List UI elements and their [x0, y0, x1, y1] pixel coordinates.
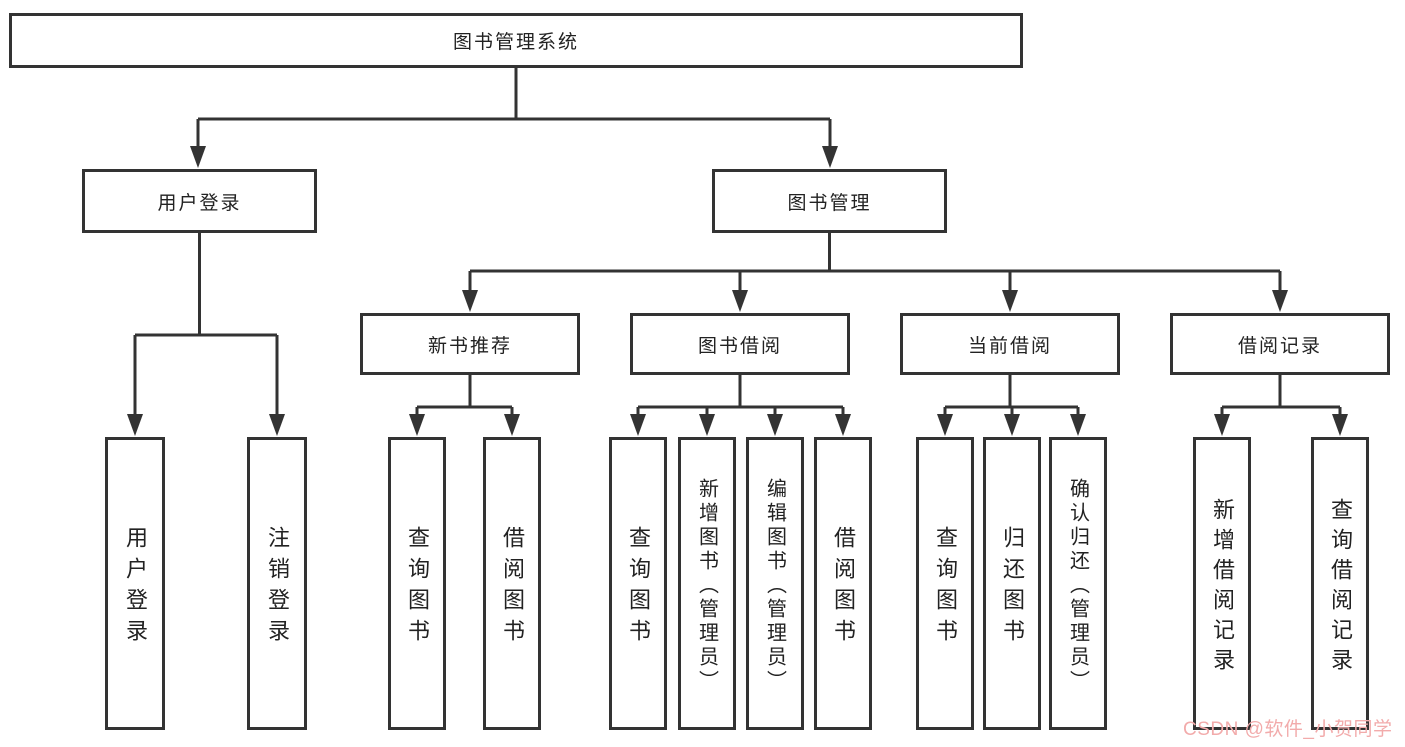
leaf-user-login: 用户登录 — [105, 437, 165, 730]
node-root: 图书管理系统 — [9, 13, 1023, 68]
connector-user-login-branch — [133, 233, 279, 420]
node-user-login: 用户登录 — [82, 169, 317, 233]
leaf-borrow-borrow-books: 借阅图书 — [814, 437, 872, 730]
connector-book-management-branch — [468, 233, 1282, 295]
leaf-current-query-books-label: 查询图书 — [933, 526, 958, 650]
watermark: CSDN @软件_小贺同学 — [1183, 719, 1393, 740]
leaf-borrow-query-books-label: 查询图书 — [626, 526, 651, 650]
connector-borrow-records-branch — [1220, 375, 1342, 420]
leaf-borrow-edit-books-admin: 编辑图书（管理员） — [746, 437, 804, 730]
node-book-borrow-label: 图书借阅 — [697, 335, 782, 357]
leaf-borrow-add-books-admin: 新增图书（管理员） — [678, 437, 736, 730]
connector-book-borrow-branch — [636, 375, 845, 420]
leaf-recommend-query-books-label: 查询图书 — [405, 526, 430, 650]
leaf-current-query-books: 查询图书 — [916, 437, 974, 730]
node-current-borrow-label: 当前借阅 — [967, 335, 1052, 357]
leaf-borrow-add-books-admin-label: 新增图书（管理员） — [695, 477, 718, 694]
node-root-label: 图书管理系统 — [452, 32, 579, 53]
leaf-records-query-record-label: 查询借阅记录 — [1328, 497, 1353, 678]
node-book-management: 图书管理 — [712, 169, 947, 233]
node-book-management-label: 图书管理 — [787, 192, 872, 214]
leaf-borrow-borrow-books-label: 借阅图书 — [831, 526, 856, 650]
leaf-records-add-record-label: 新增借阅记录 — [1210, 497, 1235, 678]
leaf-current-confirm-return-admin-label: 确认归还（管理员） — [1066, 477, 1089, 694]
leaf-recommend-borrow-books-label: 借阅图书 — [500, 526, 525, 650]
leaf-current-return-books: 归还图书 — [983, 437, 1041, 730]
leaf-current-confirm-return-admin: 确认归还（管理员） — [1049, 437, 1107, 730]
connector-current-borrow-branch — [943, 375, 1080, 420]
leaf-borrow-edit-books-admin-label: 编辑图书（管理员） — [763, 477, 786, 694]
connector-root — [196, 68, 832, 150]
leaf-records-query-record: 查询借阅记录 — [1311, 437, 1369, 730]
node-borrow-records-label: 借阅记录 — [1237, 335, 1322, 357]
leaf-recommend-query-books: 查询图书 — [388, 437, 446, 730]
leaf-logout: 注销登录 — [247, 437, 307, 730]
node-book-borrow: 图书借阅 — [630, 313, 850, 375]
leaf-borrow-query-books: 查询图书 — [609, 437, 667, 730]
leaf-records-add-record: 新增借阅记录 — [1193, 437, 1251, 730]
leaf-current-return-books-label: 归还图书 — [1000, 526, 1025, 650]
node-new-book-recommend-label: 新书推荐 — [427, 335, 512, 357]
node-current-borrow: 当前借阅 — [900, 313, 1120, 375]
connector-new-book-branch — [415, 375, 514, 420]
node-new-book-recommend: 新书推荐 — [360, 313, 580, 375]
node-user-login-label: 用户登录 — [157, 192, 242, 214]
leaf-logout-label: 注销登录 — [265, 526, 290, 650]
leaf-recommend-borrow-books: 借阅图书 — [483, 437, 541, 730]
leaf-user-login-label: 用户登录 — [123, 526, 148, 650]
node-borrow-records: 借阅记录 — [1170, 313, 1390, 375]
